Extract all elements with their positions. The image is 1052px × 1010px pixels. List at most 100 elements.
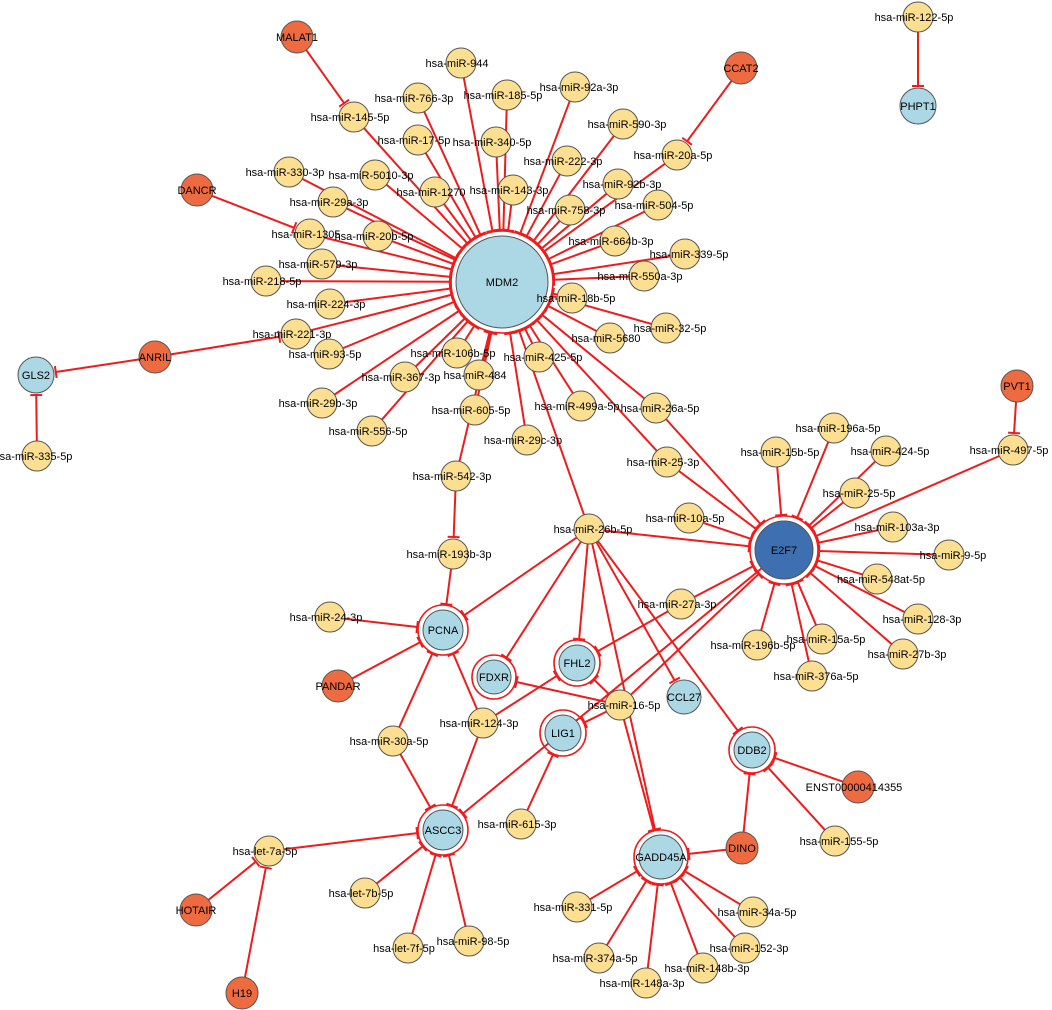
node-hsa-mir-664b-3p[interactable]: hsa-miR-664b-3p bbox=[569, 225, 654, 257]
node-ddb2[interactable]: DDB2 bbox=[733, 731, 771, 769]
node-fhl2[interactable]: FHL2 bbox=[558, 644, 596, 682]
node-pcna[interactable]: PCNA bbox=[422, 609, 464, 651]
node-hsa-mir-10a-5p[interactable]: hsa-miR-10a-5p bbox=[646, 502, 725, 534]
node-hsa-mir-330-3p[interactable]: hsa-miR-330-3p bbox=[246, 156, 325, 188]
node-hsa-mir-425-5p[interactable]: hsa-miR-425-5p bbox=[504, 341, 583, 373]
node-hsa-mir-185-5p[interactable]: hsa-miR-185-5p bbox=[464, 79, 543, 111]
node-gadd45a[interactable]: GADD45A bbox=[635, 834, 687, 880]
node-phpt1[interactable]: PHPT1 bbox=[899, 87, 937, 125]
node-ascc3[interactable]: ASCC3 bbox=[422, 809, 464, 851]
node-hsa-mir-20a-5p[interactable]: hsa-miR-20a-5p bbox=[634, 139, 713, 171]
node-hsa-mir-331-5p[interactable]: hsa-miR-331-5p bbox=[534, 891, 613, 923]
node-dancr[interactable]: DANCR bbox=[177, 173, 217, 207]
node-h19[interactable]: H19 bbox=[225, 976, 259, 1010]
node-hsa-mir-339-5p[interactable]: hsa-miR-339-5p bbox=[650, 238, 729, 270]
node-hsa-mir-124-3p[interactable]: hsa-miR-124-3p bbox=[440, 707, 519, 739]
node-pvt1[interactable]: PVT1 bbox=[1000, 369, 1034, 403]
node-hsa-mir-30a-5p[interactable]: hsa-miR-30a-5p bbox=[350, 725, 429, 757]
node-hsa-mir-424-5p[interactable]: hsa-miR-424-5p bbox=[851, 435, 930, 467]
node-hsa-mir-499a-5p[interactable]: hsa-miR-499a-5p bbox=[535, 390, 620, 422]
node-hsa-mir-18b-5p[interactable]: hsa-miR-18b-5p bbox=[537, 282, 616, 314]
node-hsa-mir-605-5p[interactable]: hsa-miR-605-5p bbox=[432, 394, 511, 426]
node-hsa-mir-145-5p[interactable]: hsa-miR-145-5p bbox=[311, 101, 390, 133]
node-hsa-mir-152-3p[interactable]: hsa-miR-152-3p bbox=[710, 932, 789, 964]
node-hsa-mir-5010-3p[interactable]: hsa-miR-5010-3p bbox=[329, 159, 414, 191]
node-hsa-mir-224-3p[interactable]: hsa-miR-224-3p bbox=[287, 288, 366, 320]
node-hsa-mir-1305[interactable]: hsa-miR-1305 bbox=[271, 218, 341, 250]
node-enst00000414355[interactable]: ENST00000414355 bbox=[806, 770, 903, 804]
node-hsa-mir-92b-3p[interactable]: hsa-miR-92b-3p bbox=[583, 168, 662, 200]
node-hsa-mir-374a-5p[interactable]: hsa-miR-374a-5p bbox=[553, 942, 638, 974]
node-hsa-mir-9-5p[interactable]: hsa-miR-9-5p bbox=[920, 539, 987, 571]
node-hsa-mir-758-3p[interactable]: hsa-miR-758-3p bbox=[527, 194, 606, 226]
node-hsa-mir-148b-3p[interactable]: hsa-miR-148b-3p bbox=[665, 952, 750, 984]
node-ccat2[interactable]: CCAT2 bbox=[723, 51, 759, 85]
node-anril[interactable]: ANRIL bbox=[138, 340, 172, 374]
node-hsa-mir-128-3p[interactable]: hsa-miR-128-3p bbox=[883, 603, 962, 635]
node-hsa-mir-615-3p[interactable]: hsa-miR-615-3p bbox=[478, 808, 557, 840]
node-hsa-mir-29b-3p[interactable]: hsa-miR-29b-3p bbox=[279, 387, 358, 419]
node-hsa-mir-20b-5p[interactable]: hsa-miR-20b-5p bbox=[335, 220, 414, 252]
node-hsa-mir-92a-3p[interactable]: hsa-miR-92a-3p bbox=[540, 71, 619, 103]
node-hsa-mir-340-5p[interactable]: hsa-miR-340-5p bbox=[453, 126, 532, 158]
node-hsa-mir-193b-3p[interactable]: hsa-miR-193b-3p bbox=[407, 538, 492, 570]
node-hsa-mir-17-5p[interactable]: hsa-miR-17-5p bbox=[378, 124, 451, 156]
node-hsa-mir-155-5p[interactable]: hsa-miR-155-5p bbox=[800, 825, 879, 857]
node-hsa-mir-24-3p[interactable]: hsa-miR-24-3p bbox=[290, 601, 363, 633]
node-hsa-mir-221-3p[interactable]: hsa-miR-221-3p bbox=[253, 318, 332, 350]
node-hsa-mir-367-3p[interactable]: hsa-miR-367-3p bbox=[362, 361, 441, 393]
node-e2f7[interactable]: E2F7 bbox=[754, 520, 814, 580]
node-hsa-mir-766-3p[interactable]: hsa-miR-766-3p bbox=[375, 82, 454, 114]
node-hsa-mir-579-3p[interactable]: hsa-miR-579-3p bbox=[279, 248, 358, 280]
node-hsa-mir-376a-5p[interactable]: hsa-miR-376a-5p bbox=[774, 660, 859, 692]
node-hsa-mir-218-5p[interactable]: hsa-miR-218-5p bbox=[223, 265, 302, 297]
node-hsa-mir-26b-5p[interactable]: hsa-miR-26b-5p bbox=[554, 513, 633, 545]
node-hsa-mir-25-5p[interactable]: hsa-miR-25-5p bbox=[823, 477, 896, 509]
node-hsa-let-7b-5p[interactable]: hsa-let-7b-5p bbox=[329, 877, 394, 909]
node-ccl27[interactable]: CCL27 bbox=[666, 679, 702, 715]
node-hsa-mir-27b-3p[interactable]: hsa-miR-27b-3p bbox=[868, 638, 947, 670]
node-hsa-mir-335-5p[interactable]: hsa-miR-335-5p bbox=[0, 440, 72, 472]
node-fdxr[interactable]: FDXR bbox=[476, 659, 512, 695]
node-hsa-mir-196b-5p[interactable]: hsa-miR-196b-5p bbox=[711, 629, 796, 661]
node-hsa-let-7a-5p[interactable]: hsa-let-7a-5p bbox=[233, 835, 298, 867]
node-hsa-mir-25-3p[interactable]: hsa-miR-25-3p bbox=[627, 446, 700, 478]
node-hsa-mir-504-5p[interactable]: hsa-miR-504-5p bbox=[615, 189, 694, 221]
node-hotair[interactable]: HOTAIR bbox=[176, 893, 217, 927]
node-hsa-mir-5680[interactable]: hsa-miR-5680 bbox=[571, 322, 641, 354]
node-mdm2[interactable]: MDM2 bbox=[455, 235, 549, 329]
node-gls2[interactable]: GLS2 bbox=[17, 356, 55, 394]
node-hsa-mir-1270[interactable]: hsa-miR-1270 bbox=[396, 176, 466, 208]
node-hsa-mir-542-3p[interactable]: hsa-miR-542-3p bbox=[413, 460, 492, 492]
node-hsa-mir-29a-3p[interactable]: hsa-miR-29a-3p bbox=[290, 186, 369, 218]
node-hsa-mir-98-5p[interactable]: hsa-miR-98-5p bbox=[437, 925, 510, 957]
node-hsa-mir-32-5p[interactable]: hsa-miR-32-5p bbox=[634, 312, 707, 344]
node-dino[interactable]: DINO bbox=[725, 831, 759, 865]
node-hsa-mir-944[interactable]: hsa-miR-944 bbox=[426, 47, 489, 79]
node-lig1[interactable]: LIG1 bbox=[544, 714, 582, 752]
node-hsa-mir-556-5p[interactable]: hsa-miR-556-5p bbox=[329, 415, 408, 447]
node-hsa-mir-34a-5p[interactable]: hsa-miR-34a-5p bbox=[718, 896, 797, 928]
node-hsa-mir-550a-3p[interactable]: hsa-miR-550a-3p bbox=[598, 260, 683, 292]
node-pandar[interactable]: PANDAR bbox=[315, 669, 361, 703]
node-hsa-mir-93-5p[interactable]: hsa-miR-93-5p bbox=[289, 338, 362, 370]
node-hsa-mir-103a-3p[interactable]: hsa-miR-103a-3p bbox=[855, 511, 940, 543]
node-hsa-mir-29c-3p[interactable]: hsa-miR-29c-3p bbox=[484, 424, 562, 456]
node-hsa-mir-484[interactable]: hsa-miR-484 bbox=[444, 359, 507, 391]
node-hsa-mir-590-3p[interactable]: hsa-miR-590-3p bbox=[588, 108, 667, 140]
node-malat1[interactable]: MALAT1 bbox=[276, 20, 318, 54]
node-hsa-mir-27a-3p[interactable]: hsa-miR-27a-3p bbox=[638, 588, 717, 620]
node-hsa-mir-15b-5p[interactable]: hsa-miR-15b-5p bbox=[741, 436, 820, 468]
node-hsa-mir-143-3p[interactable]: hsa-miR-143-3p bbox=[470, 174, 549, 206]
node-hsa-mir-222-3p[interactable]: hsa-miR-222-3p bbox=[524, 145, 603, 177]
node-hsa-mir-122-5p[interactable]: hsa-miR-122-5p bbox=[875, 1, 954, 33]
node-hsa-mir-497-5p[interactable]: hsa-miR-497-5p bbox=[970, 434, 1049, 466]
node-hsa-mir-26a-5p[interactable]: hsa-miR-26a-5p bbox=[621, 392, 700, 424]
node-hsa-let-7f-5p[interactable]: hsa-let-7f-5p bbox=[373, 932, 435, 964]
node-hsa-mir-16-5p[interactable]: hsa-miR-16-5p bbox=[588, 689, 661, 721]
node-hsa-mir-106b-5p[interactable]: hsa-miR-106b-5p bbox=[411, 337, 496, 369]
node-hsa-mir-196a-5p[interactable]: hsa-miR-196a-5p bbox=[796, 412, 881, 444]
node-hsa-mir-548at-5p[interactable]: hsa-miR-548at-5p bbox=[837, 563, 925, 595]
node-hsa-mir-148a-3p[interactable]: hsa-miR-148a-3p bbox=[600, 967, 685, 999]
node-hsa-mir-15a-5p[interactable]: hsa-miR-15a-5p bbox=[787, 623, 866, 655]
